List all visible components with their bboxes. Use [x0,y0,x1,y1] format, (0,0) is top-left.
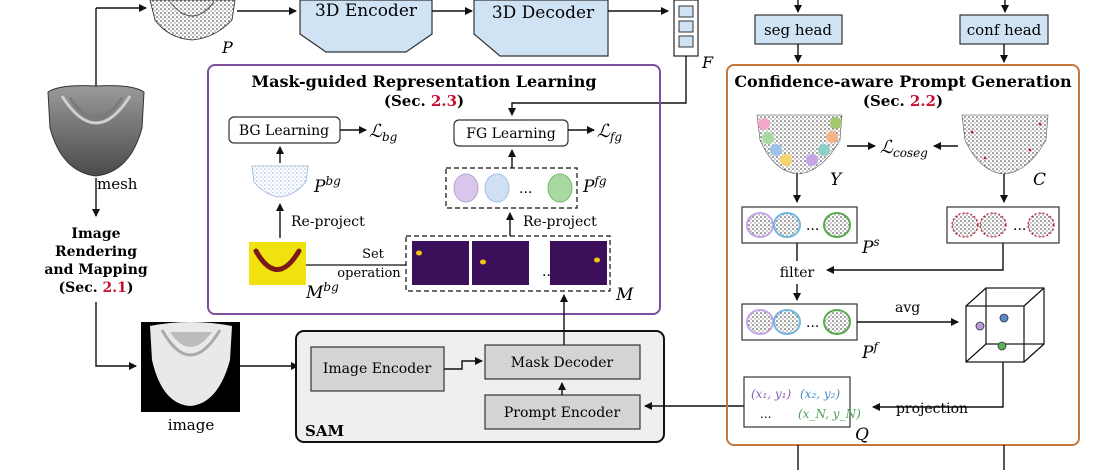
mask-panel-title: Mask-guided Representation Learning [251,72,596,91]
seg-head-box [754,14,843,45]
bg-learning-label: BG Learning [239,123,329,139]
ps-dots: ... [806,218,819,234]
m-set-box [405,235,611,292]
arrow-render-image [95,302,137,370]
m-label: M [615,285,634,305]
ps-tooth [773,212,801,238]
ps-tooth [746,212,774,238]
p-fg-label: Pfg [582,174,607,197]
arrow-cube-q [872,362,1004,411]
arrow-feature-fg [508,56,687,116]
p-bg-label: Pbg [313,174,341,197]
point-cloud-top [149,0,236,41]
pf-dots: ... [806,315,819,331]
prompt-encoder-label: Prompt Encoder [504,405,621,421]
cube-3d [965,287,1045,363]
decoder-label: 3D Decoder [492,3,595,23]
rendering-line2: Rendering [55,244,137,260]
conf-panel-title: Confidence-aware Prompt Generation [734,72,1072,91]
tooth-cloud [547,173,573,203]
m-bg-mask [249,242,306,285]
conf-panel [726,64,1080,446]
mask-tile [412,241,469,285]
set-line2: operation [337,266,401,281]
y-label: Y [830,170,843,190]
mask-decoder-label: Mask Decoder [511,355,614,371]
pf-tooth [773,309,801,335]
avg-label: avg [895,300,920,316]
mask-tile-spot [480,259,486,265]
filter-label: filter [780,265,815,281]
image-label: image [168,416,215,434]
sam-title: SAM [305,422,344,440]
coord-2: (x₂, y₂) [800,387,840,401]
reproject-left: Re-project [291,214,365,230]
prompt-encoder-box [484,394,641,430]
arrow-conf-filter [826,243,1004,274]
coord-n: (x_N, y_N) [798,407,861,421]
tooth-cloud [484,173,510,203]
tooth-cloud [453,173,479,203]
rendering-sec: (Sec. 2.1) [59,280,134,296]
rendering-line3: and Mapping [44,262,148,278]
conf-tooth [1027,212,1055,238]
coord-dots: ... [760,407,771,421]
y-segmented-cloud [756,114,843,175]
loss-coseg: ℒcoseg [880,137,928,160]
coord-1: (x₁, y₁) [751,387,791,401]
ps-tooth [823,212,851,238]
image-encoder-box [310,346,445,392]
loss-fg: ℒfg [597,121,622,144]
q-label: Q [855,425,869,445]
cube-point [999,313,1009,323]
reproject-right: Re-project [523,214,597,230]
q-box [743,376,851,428]
fg-learning-label: FG Learning [466,126,555,142]
m-bg-label: Mbg [305,280,339,303]
pf-tooth [746,309,774,335]
ps-label: Ps [861,235,880,258]
mesh-image [47,85,145,177]
render-image [141,322,240,412]
conf-tooth [951,212,979,238]
mask-tile [550,241,607,285]
pf-label: Pf [861,340,880,363]
mask-decoder-box [484,344,641,380]
encoder-label: 3D Encoder [315,1,418,21]
mask-tile-spot [416,250,422,256]
mask-tile-spot [594,257,600,263]
conf-dots: ... [1013,218,1026,234]
mask-panel [207,64,661,315]
p-bg-pointcloud [251,165,309,198]
pf-tooth [823,309,851,335]
c-confidence-cloud [961,114,1049,175]
rendering-line1: Image [71,226,120,242]
c-label: C [1033,170,1046,190]
decoder-block [473,0,609,57]
arrow-imgenc-maskdec [444,357,483,370]
cube-point [975,321,985,331]
cube-point [997,341,1007,351]
feature-label: F [701,53,714,72]
p-fg-dots: ... [519,181,532,197]
mesh-label: mesh [97,175,138,193]
set-line1: Set [362,247,385,262]
feature-stack [673,0,699,57]
conf-tooth [979,212,1007,238]
encoder-block [299,0,433,53]
fg-learning-box [453,119,569,147]
point-label: P [221,38,233,57]
seg-head-label: seg head [764,21,832,39]
projection-label: projection [896,401,968,417]
conf-panel-sec: (Sec. 2.2) [863,92,943,110]
image-encoder-label: Image Encoder [323,361,432,377]
conf-head-label: conf head [967,21,1042,39]
loss-bg: ℒbg [369,121,398,144]
mask-panel-sec: (Sec. 2.3) [384,92,464,110]
